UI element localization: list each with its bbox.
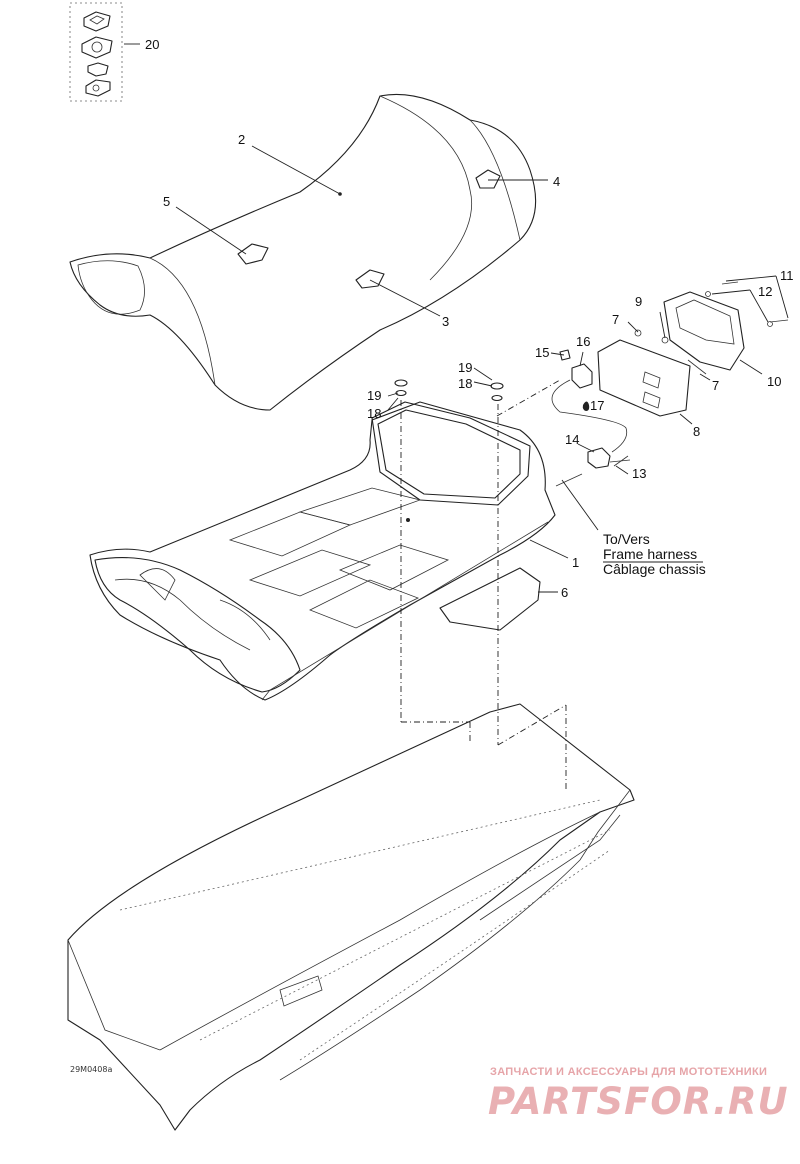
item-20-inset [69, 2, 140, 102]
callout-18-left: 18 [367, 406, 381, 421]
callout-11: 11 [780, 268, 794, 283]
callout-7-lower: 7 [712, 378, 719, 393]
watermark-tagline: ЗАПЧАСТИ И АКСЕССУАРЫ ДЛЯ МОТОТЕХНИКИ [490, 1066, 768, 1078]
callout-labels: 20 2 5 4 3 11 12 9 7 7 10 8 16 15 17 14 … [145, 37, 794, 600]
callout-6: 6 [561, 585, 568, 600]
callout-18-right: 18 [458, 376, 472, 391]
callout-10: 10 [767, 374, 781, 389]
wiring-harness [551, 349, 631, 531]
callout-16: 16 [576, 334, 590, 349]
callout-5: 5 [163, 194, 170, 209]
seat [69, 93, 537, 411]
callout-8: 8 [693, 424, 700, 439]
callout-19-right: 19 [458, 360, 472, 375]
callout-3: 3 [442, 314, 449, 329]
taillight-assembly [597, 281, 789, 417]
reference-line-2: Frame harness [603, 546, 697, 562]
callout-13: 13 [632, 466, 646, 481]
callout-7-upper: 7 [612, 312, 619, 327]
reference-note: To/Vers Frame harness Câblage chassis [603, 531, 706, 577]
callout-19-left: 19 [367, 388, 381, 403]
reference-line-3: Câblage chassis [603, 561, 706, 577]
drawing-code: 29M0408a [70, 1065, 112, 1074]
watermark-logo: PARTSFOR.RU [488, 1080, 789, 1123]
leader-lines [175, 145, 789, 593]
seat-base [89, 401, 556, 701]
storage-tray [439, 567, 541, 631]
callout-9: 9 [635, 294, 642, 309]
callout-1: 1 [572, 555, 579, 570]
callout-15: 15 [535, 345, 549, 360]
callout-4: 4 [553, 174, 560, 189]
callout-12: 12 [758, 284, 772, 299]
alignment-lines [400, 379, 567, 790]
reference-line-1: To/Vers [603, 531, 650, 547]
fasteners [394, 379, 504, 402]
callout-17: 17 [590, 398, 604, 413]
callout-2: 2 [238, 132, 245, 147]
callout-20: 20 [145, 37, 159, 52]
callout-14: 14 [565, 432, 579, 447]
frame-tunnel [67, 703, 635, 1131]
